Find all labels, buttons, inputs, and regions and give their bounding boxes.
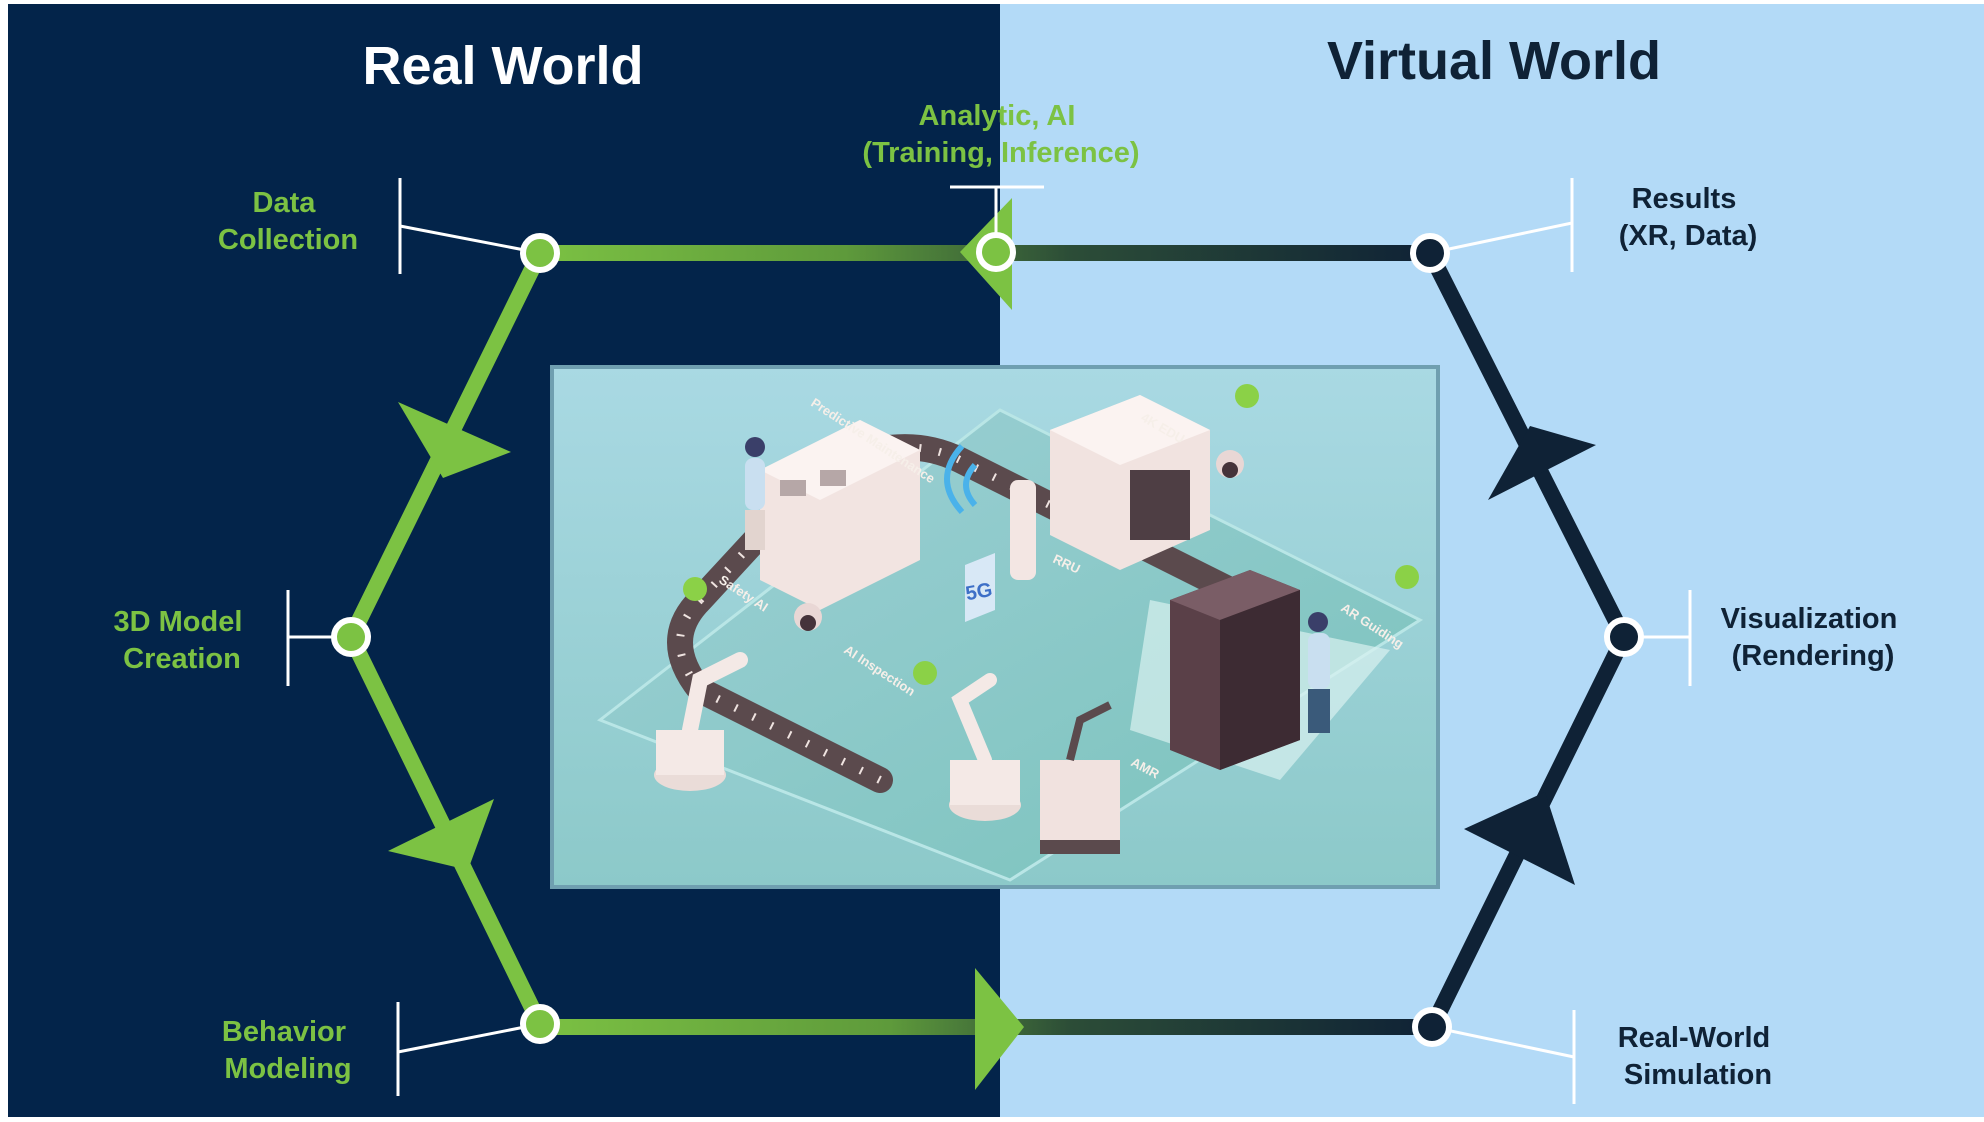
real-world-title: Real World: [362, 36, 643, 96]
arrow-right-up-upper: [1488, 426, 1596, 500]
leader-behavior: [397, 1022, 541, 1054]
badge-icon: [1235, 384, 1259, 408]
worker-left: [745, 437, 765, 550]
badge-icon: [913, 661, 937, 685]
cycle-nodes: [331, 232, 1644, 1047]
5g-block: 5G: [964, 553, 995, 622]
badge-icon: [683, 577, 707, 601]
rru-antenna: [944, 443, 1036, 580]
node-model-creation: [331, 617, 371, 657]
node-simulation: [1412, 1007, 1452, 1047]
camera-icon: [1216, 450, 1244, 478]
label-analytic: Analytic, AI (Training, Inference): [862, 100, 1139, 169]
edu-machine: [1050, 395, 1210, 570]
arrowheads: [388, 198, 1596, 1090]
node-results: [1410, 233, 1450, 273]
arrow-right-up-lower: [1464, 792, 1575, 885]
stage-labels: Data Collection 3D Model Creation Behavi…: [114, 100, 1906, 1091]
robot-arm-center: [949, 673, 1021, 821]
arrow-left-down-upper: [398, 402, 511, 478]
label-results: Results (XR, Data): [1619, 183, 1758, 252]
worker-right: [1308, 612, 1330, 733]
server-rack: [1170, 570, 1300, 770]
maintenance-machine: [760, 420, 920, 610]
label-visualization: Visualization (Rendering): [1721, 603, 1906, 672]
factory-illustration: 5G Predictive Maintenance 4K EDU RRU Saf…: [550, 365, 1440, 889]
leader-data-collection: [399, 224, 541, 255]
amr-robot: [1040, 701, 1120, 854]
label-simulation: Real-World Simulation: [1618, 1022, 1779, 1091]
node-data-collection: [520, 233, 560, 273]
arrow-left-down-lower: [388, 799, 494, 870]
label-behavior-modeling: Behavior Modeling: [222, 1016, 354, 1085]
arrow-bottom-right: [975, 968, 1024, 1090]
leader-simulation: [1431, 1025, 1575, 1059]
robot-arm-left: [654, 652, 748, 791]
badge-icon: [1395, 565, 1419, 589]
node-visualization: [1604, 617, 1644, 657]
label-model-creation: 3D Model Creation: [114, 606, 251, 675]
5g-label: 5G: [964, 579, 994, 605]
camera-icon: [794, 603, 822, 631]
virtual-world-title: Virtual World: [1327, 31, 1661, 91]
node-analytic: [976, 232, 1016, 272]
node-behavior: [520, 1004, 560, 1044]
leader-results: [1429, 221, 1573, 255]
label-data-collection: Data Collection: [218, 187, 358, 256]
